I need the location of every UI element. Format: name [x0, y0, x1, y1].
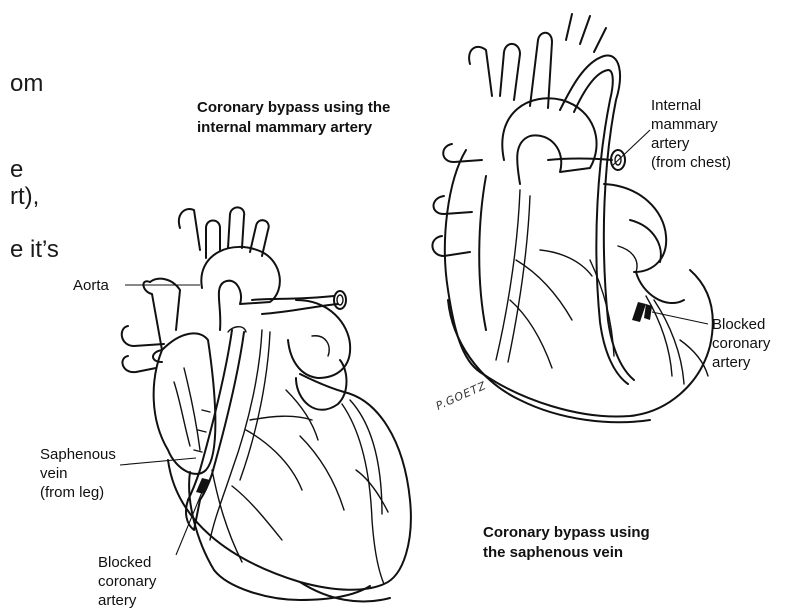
label-blocked-artery-right: Blocked coronary artery — [712, 315, 770, 372]
svg-text:P.GOETZ: P.GOETZ — [434, 379, 489, 413]
label-internal-mammary-artery: Internal mammary artery (from chest) — [651, 96, 731, 172]
label-blocked-artery-left: Blocked coronary artery — [98, 553, 156, 610]
label-saphenous-vein: Saphenous vein (from leg) — [40, 445, 116, 502]
label-aorta: Aorta — [73, 276, 109, 295]
caption-internal-mammary: Coronary bypass using the internal mamma… — [197, 98, 390, 138]
caption-saphenous: Coronary bypass using the saphenous vein — [483, 523, 650, 563]
